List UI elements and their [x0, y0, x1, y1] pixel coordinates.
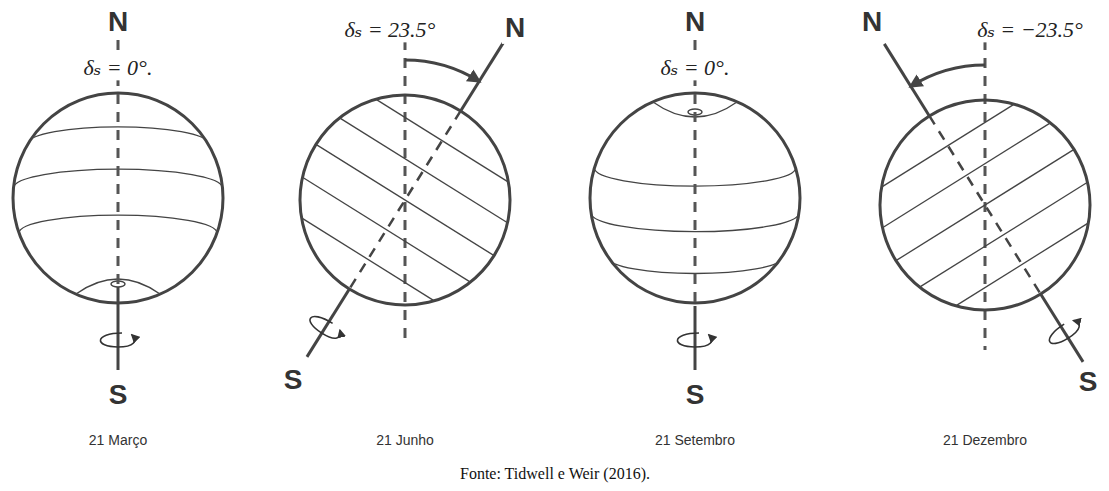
globe-outline: [590, 93, 800, 303]
pole-letter: N: [502, 12, 528, 44]
latitude-line: [376, 99, 509, 182]
rotation-axis: [929, 116, 1040, 294]
rotation-axis: [461, 39, 506, 111]
pole-letter: N: [859, 6, 885, 38]
rotation-axis: [884, 44, 929, 116]
declination-label: δₛ = −23.5°: [974, 17, 1086, 42]
pole-letter: S: [1076, 366, 1101, 398]
globe: [13, 40, 223, 370]
tilt-arrow: [405, 60, 479, 81]
pole-letter: N: [682, 6, 708, 38]
date-label: 21 Junho: [373, 432, 437, 448]
globe-body: [795, 0, 1109, 418]
latitude-line: [303, 177, 471, 282]
latitude-line: [920, 182, 1088, 287]
date-label: 21 Março: [86, 432, 150, 448]
latitude-line: [340, 118, 508, 223]
declination-label: δₛ = 0°.: [81, 55, 156, 80]
rotation-axis: [307, 289, 349, 357]
globe: [795, 0, 1109, 418]
globe-outline: [260, 55, 549, 344]
spin-arrow: [100, 333, 134, 347]
spin-arrow: [677, 333, 711, 347]
spin-arrow: [307, 312, 343, 342]
reference-axis: [984, 22, 987, 350]
globe: [590, 40, 800, 370]
globe-body: [218, 0, 595, 413]
globe-body: [590, 40, 800, 370]
latitude-line: [302, 218, 435, 301]
tilt-arrow: [911, 65, 985, 86]
declination-label: δₛ = 23.5°: [342, 17, 439, 42]
rotation-axis: [349, 111, 460, 289]
pole-letter: S: [106, 379, 131, 411]
rotation-axis: [1041, 294, 1083, 362]
latitude-line: [896, 149, 1074, 260]
latitude-line: [882, 104, 1015, 187]
globe-body: [13, 40, 223, 370]
declination-label: δₛ = 0°.: [658, 55, 733, 80]
globe: [218, 0, 595, 413]
pole-letter: S: [281, 364, 306, 396]
rotation-axis: [117, 287, 120, 370]
date-label: 21 Setembro: [652, 432, 738, 448]
pole-letter: N: [105, 6, 131, 38]
latitude-line: [316, 144, 494, 255]
spin-arrow: [1046, 317, 1082, 347]
reference-axis: [404, 22, 407, 345]
pole-letter: S: [683, 379, 708, 411]
date-label: 21 Dezembro: [940, 432, 1030, 448]
source-caption: Fonte: Tidwell e Weir (2016).: [457, 465, 653, 483]
latitude-line: [883, 123, 1051, 228]
globe-outline: [840, 60, 1109, 349]
rotation-axis: [694, 306, 697, 370]
globe-outline: [13, 93, 223, 303]
latitude-line: [956, 223, 1089, 306]
